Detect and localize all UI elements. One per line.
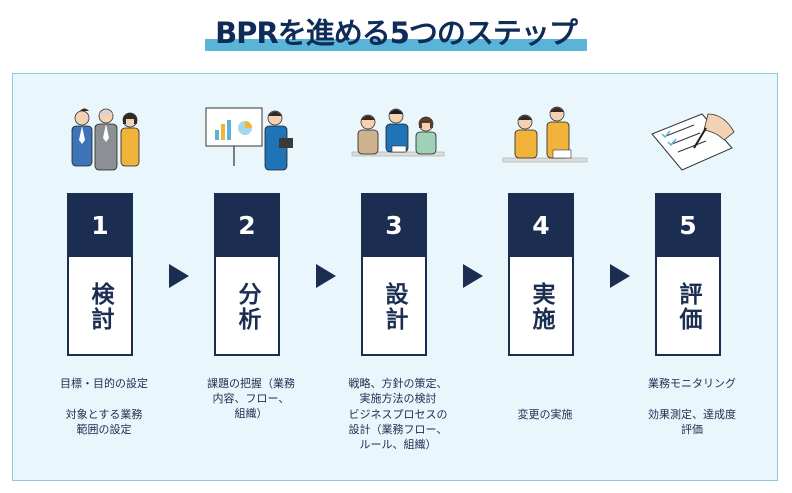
step-5-label: 評価: [675, 282, 701, 332]
page-title: BPRを進める5つのステップ: [205, 14, 587, 52]
step-4-number: 4: [508, 193, 574, 257]
arrow-right-icon: [463, 264, 483, 288]
arrow-right-icon: [610, 264, 630, 288]
step-3-desc-b: ビジネスプロセスの設計（業務フロー、ルール、組織）: [348, 408, 448, 451]
step-3-card: 3 設計: [361, 193, 427, 356]
step-5-number: 5: [655, 193, 721, 257]
step-1-desc-a: 目標・目的の設定: [60, 377, 148, 390]
checklist-writing-illustration: [651, 113, 735, 171]
step-2-label: 分析: [234, 282, 260, 332]
step-1-number: 1: [67, 193, 133, 257]
team-meeting-illustration: [71, 108, 140, 171]
steps-panel: 1 検討 目標・目的の設定 対象とする業務範囲の設定 2 分析 課題の把握（業務…: [12, 73, 778, 481]
step-4-card: 4 実施: [508, 193, 574, 356]
step-5-desc-a: 業務モニタリング: [648, 377, 736, 390]
step-3-desc-a: 戦略、方針の策定、実施方法の検討: [348, 377, 448, 405]
presentation-illustration: [205, 107, 293, 171]
step-2-desc-a: 課題の把握（業務内容、フロー、組織）: [207, 377, 295, 420]
step-1-desc-b: 対象とする業務範囲の設定: [65, 408, 143, 436]
step-3-number: 3: [361, 193, 427, 257]
step-5-card: 5 評価: [655, 193, 721, 356]
title-wrap: BPRを進める5つのステップ: [0, 14, 792, 52]
step-2-number: 2: [214, 193, 280, 257]
arrow-right-icon: [169, 264, 189, 288]
discussion-illustration: [351, 108, 445, 157]
working-together-illustration: [502, 106, 588, 163]
step-4-desc-a: 変更の実施: [517, 408, 573, 421]
step-5-desc-b: 効果測定、達成度評価: [648, 408, 736, 436]
arrow-right-icon: [316, 264, 336, 288]
step-4-label: 実施: [528, 282, 554, 332]
page-title-text: BPRを進める5つのステップ: [215, 16, 578, 50]
step-1-label: 検討: [87, 282, 113, 332]
step-1-card: 1 検討: [67, 193, 133, 356]
step-2-card: 2 分析: [214, 193, 280, 356]
step-3-label: 設計: [381, 282, 407, 332]
